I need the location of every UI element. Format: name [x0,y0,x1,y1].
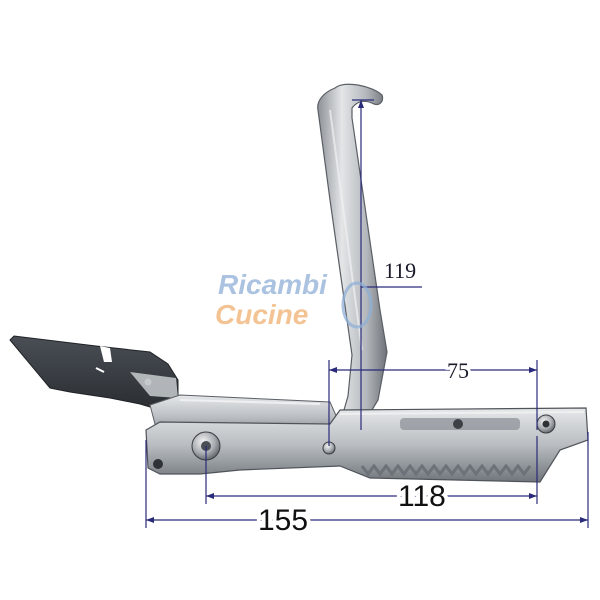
watermark-line1: Ricambi [218,269,328,300]
dimension-arrows [146,100,588,523]
hook-arm [317,83,388,439]
height-label: 119 [384,258,416,283]
inner-length-label: 118 [398,480,446,513]
spring-coil [360,463,532,477]
rivet-end [153,459,163,469]
left-plate [9,335,179,411]
main-body [145,407,589,483]
overall-length-label: 155 [258,504,308,537]
watermark-line2: Cucine [215,299,308,330]
watermark-logo: Ricambi Cucine [215,269,373,330]
dimension-lines [145,99,589,528]
watermark-swirl-icon [341,281,373,329]
arm-width-label: 75 [447,358,469,383]
